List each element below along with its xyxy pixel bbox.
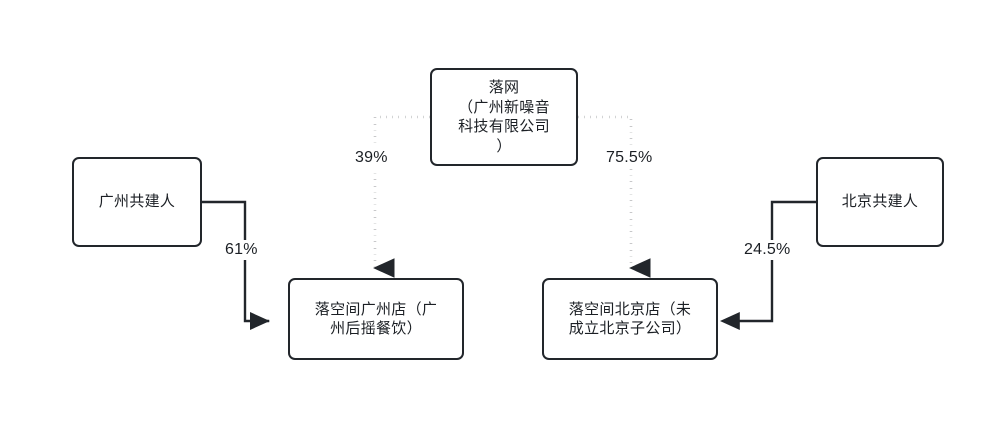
node-guangzhou-partner[interactable]: 广州共建人 [72,157,202,247]
edge-luowang-to-gz-store [373,115,430,278]
edge-luowang-to-bj-store [578,115,651,278]
edge-label-gz-partner-to-gz-store: 61% [221,240,262,260]
edge-label-luowang-to-bj-store: 75.5% [602,148,657,168]
node-beijing-store[interactable]: 落空间北京店（未 成立北京子公司） [542,278,718,360]
node-luowang[interactable]: 落网 （广州新噪音 科技有限公司 ） [430,68,578,166]
edge-gz-partner-to-gz-store [200,200,270,330]
node-guangzhou-partner-label: 广州共建人 [98,193,176,211]
node-guangzhou-store[interactable]: 落空间广州店（广 州后摇餐饮） [288,278,464,360]
node-luowang-label: 落网 （广州新噪音 科技有限公司 ） [458,79,550,155]
edge-label-luowang-to-gz-store: 39% [351,148,392,168]
node-beijing-partner[interactable]: 北京共建人 [816,157,944,247]
edge-bj-partner-to-bj-store [720,200,818,330]
edge-label-bj-partner-to-bj-store: 24.5% [740,240,795,260]
node-guangzhou-store-label: 落空间广州店（广 州后摇餐饮） [314,300,438,338]
node-beijing-partner-label: 北京共建人 [841,193,919,211]
node-beijing-store-label: 落空间北京店（未 成立北京子公司） [568,300,692,338]
